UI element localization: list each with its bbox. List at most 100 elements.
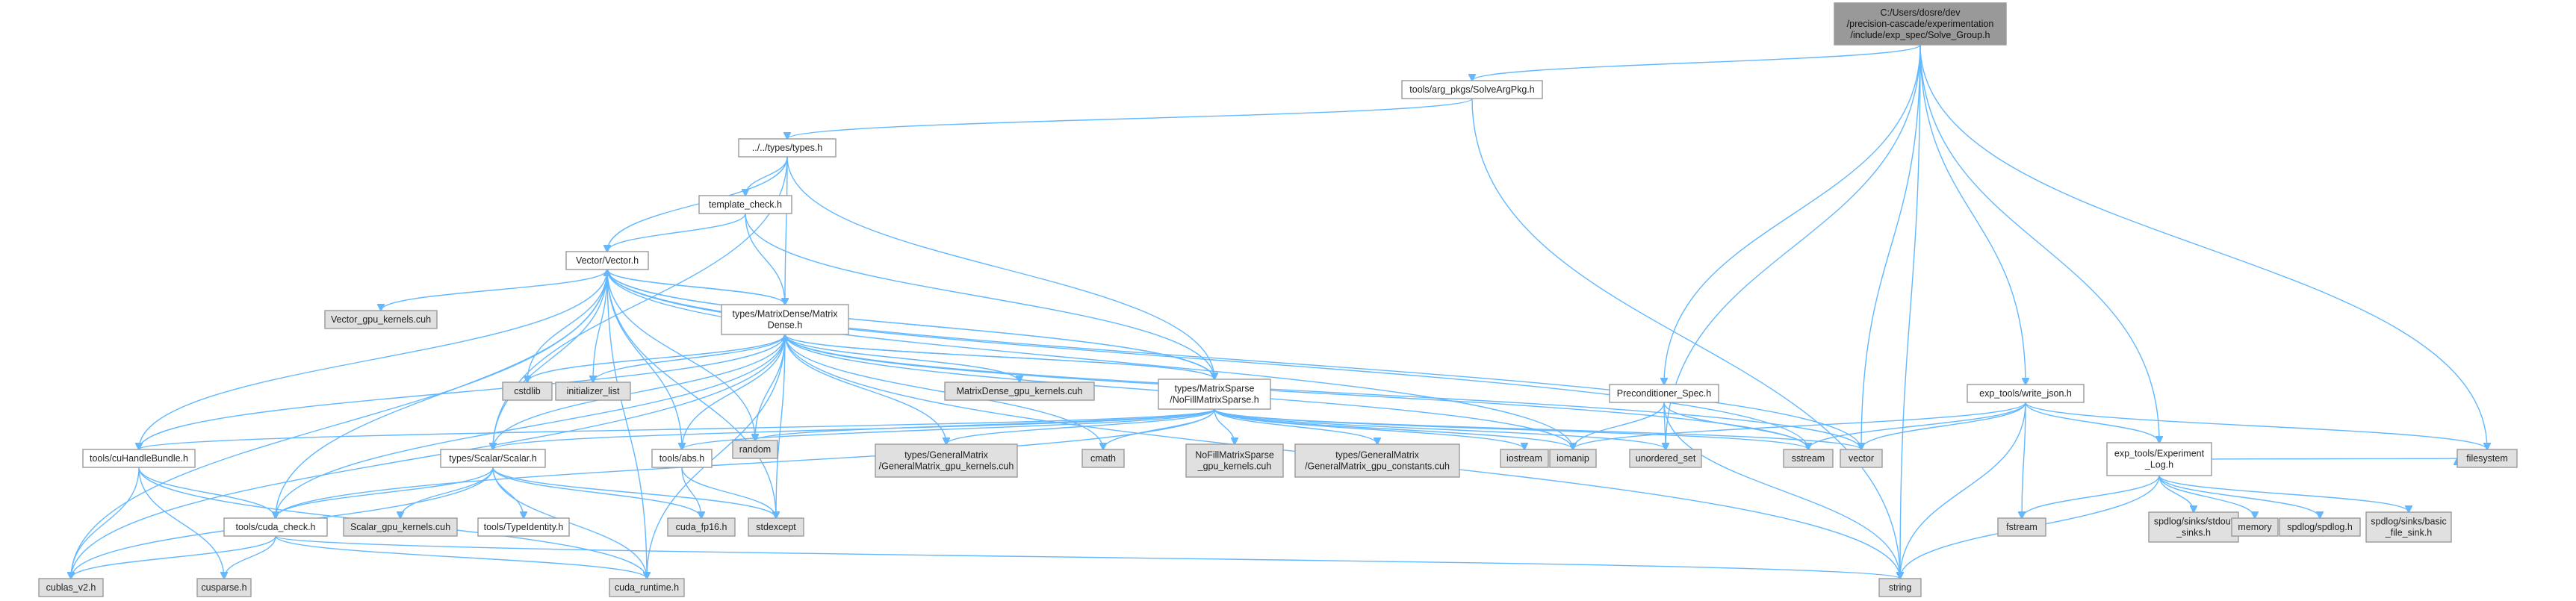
edge-matrixsparse-to-iostream: [1214, 408, 1524, 449]
edge-cuda_check-to-cusparse: [224, 535, 276, 579]
node-label: /NoFillMatrixSparse.h: [1170, 395, 1259, 405]
edge-root-to-string: [1900, 44, 1921, 579]
edge-scalar-to-cuda_runtime: [492, 467, 647, 579]
edge-cuhandlebundle-to-cusparse: [138, 467, 224, 579]
edge-precond-to-iomanip: [1573, 402, 1665, 449]
node-sstream: sstream: [1783, 449, 1834, 468]
node-label: NoFillMatrixSparse: [1195, 450, 1274, 461]
node-label: memory: [2238, 522, 2272, 532]
node-label: tools/arg_pkgs/SolveArgPkg.h: [1409, 84, 1535, 95]
node-cuda_check[interactable]: tools/cuda_check.h: [223, 517, 328, 537]
edge-matrixdense-to-cuhandlebundle: [139, 334, 786, 449]
node-matrixsparse[interactable]: types/MatrixSparse/NoFillMatrixSparse.h: [1158, 379, 1271, 410]
node-box: [477, 517, 570, 537]
node-label: /include/exp_spec/Solve_Group.h: [1851, 30, 1990, 40]
node-box: [38, 578, 104, 597]
edge-write_json-to-fstream: [2022, 402, 2026, 518]
node-box: [1967, 384, 2085, 403]
edge-scalar-to-scalar_gpu: [400, 467, 494, 518]
node-layer: C:/Users/dosre/dev/precision-cascade/exp…: [38, 2, 2518, 597]
edge-types-to-matrixsparse: [786, 156, 1214, 379]
node-label: Scalar_gpu_kernels.cuh: [350, 522, 450, 532]
node-box: [748, 517, 804, 537]
node-box: [196, 578, 252, 597]
edge-layer: [71, 44, 2487, 579]
node-stdout_sinks: spdlog/sinks/stdout_sinks.h: [2148, 511, 2239, 543]
node-root[interactable]: C:/Users/dosre/dev/precision-cascade/exp…: [1834, 2, 2007, 46]
node-box: [1549, 449, 1597, 468]
node-box: [2456, 449, 2518, 468]
node-label: initializer_list: [567, 386, 620, 396]
node-box: [1629, 449, 1702, 468]
edge-vector-to-cuda_runtime: [606, 269, 647, 579]
edge-matrixsparse-to-unordered_set: [1214, 408, 1666, 449]
edge-write_json-to-vector_std: [1861, 402, 2026, 449]
node-label: Vector_gpu_kernels.cuh: [331, 314, 431, 325]
node-box: [1997, 517, 2046, 537]
edge-scalar-to-stdexcept: [492, 467, 776, 518]
node-label: tools/cuda_check.h: [235, 522, 315, 532]
edge-vector-to-vector_gpu: [381, 269, 608, 311]
edge-matrixdense-to-cublas: [71, 334, 786, 579]
edge-experiment_log-to-basic_file_sink: [2158, 475, 2409, 512]
edge-matrixdense-to-cstdlib: [527, 334, 786, 382]
edge-types-to-template_check: [745, 156, 788, 196]
node-template_check[interactable]: template_check.h: [698, 195, 792, 214]
edge-types-to-vector: [607, 156, 788, 252]
node-box: [343, 517, 458, 537]
edge-vector-to-iomanip: [606, 269, 1573, 449]
node-label: exp_tools/write_json.h: [1979, 388, 2072, 399]
edge-matrixsparse-to-vector: [607, 270, 1215, 380]
node-scalar[interactable]: types/Scalar/Scalar.h: [440, 449, 546, 468]
node-label: tools/abs.h: [659, 453, 705, 464]
node-experiment_log[interactable]: exp_tools/Experiment_Log.h: [2106, 442, 2212, 476]
node-box: [2365, 511, 2452, 543]
edge-vector-to-random: [606, 269, 755, 440]
edge-root-to-unordered_set: [1666, 44, 1921, 449]
node-write_json[interactable]: exp_tools/write_json.h: [1967, 384, 2085, 403]
node-stdexcept: stdexcept: [748, 517, 804, 537]
node-precond[interactable]: Preconditioner_Spec.h: [1609, 384, 1719, 403]
node-label: types/MatrixDense/Matrix: [732, 309, 838, 320]
node-matrixdense[interactable]: types/MatrixDense/MatrixDense.h: [721, 304, 849, 335]
edge-root-to-vector_std: [1861, 44, 1921, 449]
edge-vector-to-cuhandlebundle: [139, 269, 608, 449]
edge-template_check-to-matrixsparse: [745, 213, 1214, 379]
edge-precond-to-string: [1663, 402, 1900, 579]
node-box: [1834, 2, 2007, 46]
edge-matrixdense-to-initializer_list: [593, 334, 786, 382]
node-random: random: [732, 440, 778, 459]
edge-matrixdense-to-cmath: [784, 334, 1103, 449]
node-abs[interactable]: tools/abs.h: [651, 449, 713, 468]
node-types[interactable]: ../../types/types.h: [738, 138, 837, 158]
node-box: [667, 517, 736, 537]
node-box: [1500, 449, 1549, 468]
node-typeidentity[interactable]: tools/TypeIdentity.h: [477, 517, 570, 537]
node-cuhandlebundle[interactable]: tools/cuHandleBundle.h: [82, 449, 196, 468]
node-nofill_kernels: NoFillMatrixSparse_gpu_kernels.cuh: [1185, 443, 1284, 478]
node-box: [2231, 517, 2279, 537]
node-label: _file_sink.h: [2385, 528, 2433, 538]
node-label: random: [739, 444, 771, 455]
edge-matrixdense-to-stdexcept: [776, 334, 786, 518]
node-scalar_gpu: Scalar_gpu_kernels.cuh: [343, 517, 458, 537]
node-label: cstdlib: [514, 386, 540, 396]
edge-matrixdense-to-vector: [607, 270, 786, 305]
node-label: exp_tools/Experiment: [2114, 449, 2205, 459]
node-label: vector: [1849, 453, 1874, 464]
node-vector[interactable]: Vector/Vector.h: [565, 251, 649, 270]
node-label: spdlog/sinks/basic: [2371, 517, 2446, 527]
node-box: [1185, 443, 1284, 478]
edge-vector-to-vector_std: [606, 269, 1861, 449]
node-label: /GeneralMatrix_gpu_constants.cuh: [1305, 461, 1450, 472]
node-box: [698, 195, 792, 214]
edge-matrixsparse-to-generalmatrix_kernels: [946, 408, 1215, 444]
edge-matrixsparse-to-cuhandlebundle: [139, 408, 1215, 449]
node-box: [324, 310, 438, 329]
edge-matrixdense-to-abs: [682, 334, 786, 449]
node-solveargpkg[interactable]: tools/arg_pkgs/SolveArgPkg.h: [1401, 80, 1543, 99]
node-label: tools/cuHandleBundle.h: [90, 453, 188, 464]
edge-matrixsparse-to-vector_std: [1214, 408, 1861, 449]
node-box: [1401, 80, 1543, 99]
node-spdlog: spdlog/spdlog.h: [2279, 517, 2361, 537]
